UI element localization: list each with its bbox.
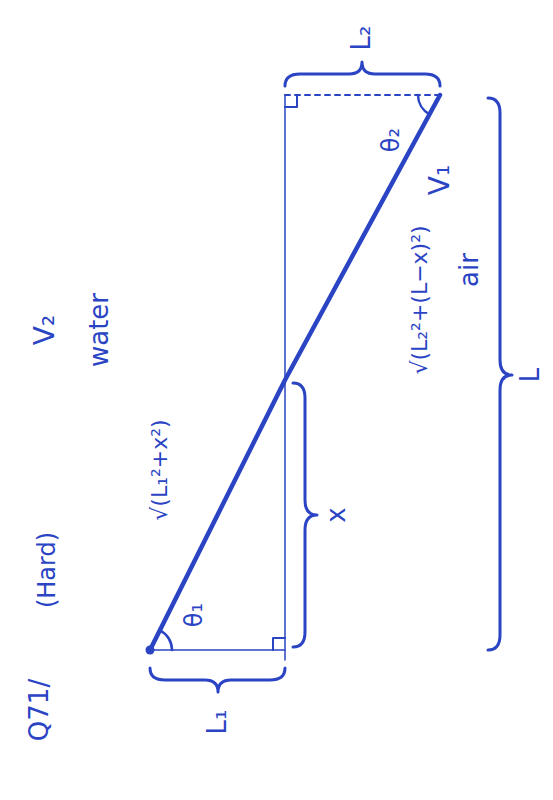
dimension-label: L₂ bbox=[347, 26, 377, 51]
right-angle-mark bbox=[273, 638, 285, 650]
medium-label: air bbox=[455, 253, 485, 287]
angle-label: θ₁ bbox=[181, 603, 209, 627]
difficulty-note: (Hard) bbox=[34, 532, 62, 608]
dimension-label: L bbox=[516, 368, 546, 383]
speed-label: V₂ bbox=[29, 315, 61, 345]
brace bbox=[150, 668, 285, 692]
right-angle-mark bbox=[285, 95, 297, 107]
speed-label: V₁ bbox=[424, 165, 456, 195]
dimension-label: x bbox=[322, 507, 352, 522]
distance-expression: √(L₂²+(L−x)²) bbox=[407, 225, 432, 374]
dimension-label: L₁ bbox=[203, 710, 233, 735]
angle-label: θ₂ bbox=[378, 128, 406, 152]
brace bbox=[293, 383, 317, 647]
medium-label: water bbox=[85, 293, 115, 367]
distance-expression: √(L₁²+x²) bbox=[147, 419, 172, 520]
source-point bbox=[146, 646, 155, 655]
angle-arc bbox=[418, 95, 430, 114]
perpendicular-line bbox=[150, 649, 285, 651]
angle-arc bbox=[160, 630, 172, 650]
brace bbox=[488, 98, 512, 650]
brace bbox=[285, 62, 440, 86]
light-ray bbox=[150, 95, 440, 650]
question-number: Q71/ bbox=[25, 679, 55, 741]
